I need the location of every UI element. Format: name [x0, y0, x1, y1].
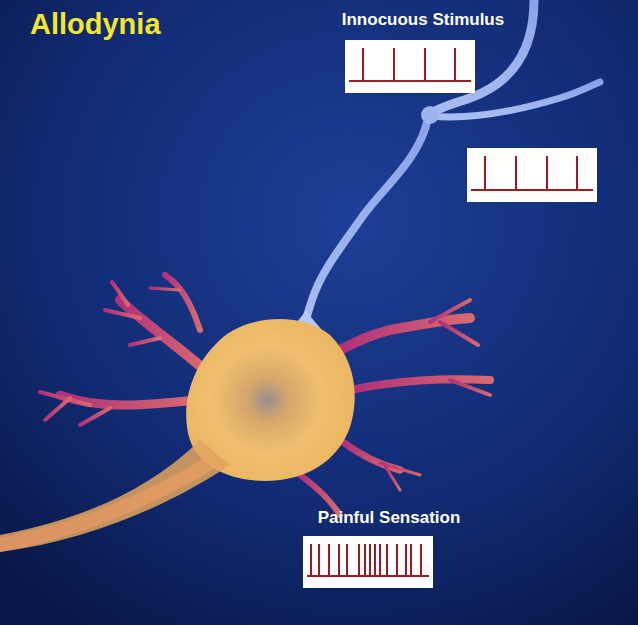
action-potential	[346, 544, 348, 576]
action-potential	[318, 544, 320, 576]
action-potential	[454, 48, 456, 81]
afferent-fiber	[306, 0, 600, 322]
branch-node	[421, 106, 439, 124]
action-potential	[362, 48, 364, 81]
signal-label: Innocuous Stimulus	[342, 10, 504, 30]
action-potential	[364, 544, 366, 576]
action-potential	[328, 544, 330, 576]
action-potential	[484, 156, 486, 190]
signal-label: Painful Sensation	[318, 508, 461, 528]
action-potential	[405, 544, 407, 576]
action-potential	[420, 544, 422, 576]
action-potential	[396, 544, 398, 576]
action-potential	[410, 544, 412, 576]
title: Allodynia	[30, 8, 161, 41]
action-potential	[424, 48, 426, 81]
action-potential	[393, 48, 395, 81]
dendrites	[0, 275, 490, 545]
action-potential	[386, 544, 388, 576]
action-potential	[310, 544, 312, 576]
action-potential	[546, 156, 548, 190]
action-potential	[515, 156, 517, 190]
spike-train	[467, 148, 597, 202]
baseline	[349, 80, 471, 82]
action-potential	[369, 544, 371, 576]
action-potential	[379, 544, 381, 576]
action-potential	[374, 544, 376, 576]
baseline	[471, 189, 593, 191]
spike-panel	[467, 148, 597, 202]
neuron-axon	[0, 440, 230, 552]
spike-train	[345, 40, 475, 93]
spike-panel	[303, 536, 433, 588]
spike-train	[303, 536, 433, 588]
action-potential	[338, 544, 340, 576]
spike-panel	[345, 40, 475, 93]
action-potential	[576, 156, 578, 190]
action-potential	[358, 544, 360, 576]
